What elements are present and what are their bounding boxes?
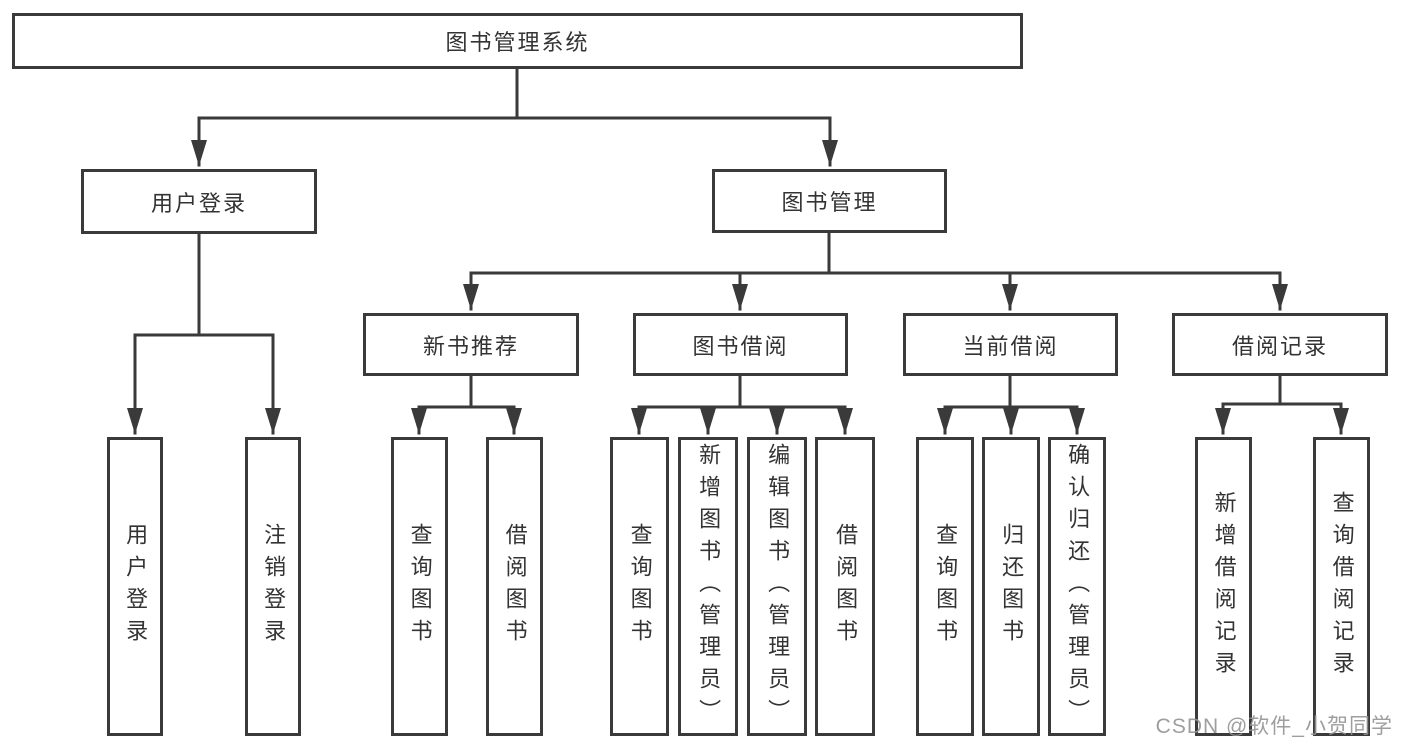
node-leaf-add-books-admin-label: 新增图书（管理员） (696, 442, 722, 731)
node-root-label: 图书管理系统 (445, 30, 590, 55)
node-leaf-newbook-query-books: 查询图书 (391, 437, 448, 736)
node-new-book-recommend-label: 新书推荐 (422, 333, 519, 359)
csdn-watermark: CSDN @软件_小贺同学 (1155, 715, 1393, 738)
node-leaf-edit-books-admin: 编辑图书（管理员） (747, 437, 807, 736)
node-leaf-newbook-query-books-label: 查询图书 (407, 522, 433, 651)
node-leaf-add-borrow-record-label: 新增借阅记录 (1211, 490, 1237, 683)
node-leaf-return-books-label: 归还图书 (999, 522, 1025, 651)
node-leaf-add-books-admin: 新增图书（管理员） (678, 437, 738, 736)
node-leaf-current-query-books-label: 查询图书 (933, 522, 959, 651)
node-leaf-user-login-label: 用户登录 (123, 522, 149, 651)
node-leaf-borrow-query-books: 查询图书 (610, 437, 669, 736)
node-leaf-query-borrow-record-label: 查询借阅记录 (1329, 490, 1355, 683)
node-leaf-edit-books-admin-label: 编辑图书（管理员） (765, 442, 791, 731)
node-current-borrow: 当前借阅 (903, 313, 1118, 376)
node-leaf-confirm-return-admin-label: 确认归还（管理员） (1065, 442, 1091, 731)
node-user-login-label: 用户登录 (150, 190, 247, 216)
node-leaf-return-books: 归还图书 (982, 437, 1040, 736)
node-leaf-borrow-books-label: 借阅图书 (833, 522, 859, 651)
node-borrow-records: 借阅记录 (1172, 313, 1388, 376)
node-current-borrow-label: 当前借阅 (962, 333, 1059, 359)
node-leaf-borrow-books: 借阅图书 (815, 437, 875, 736)
node-book-mgmt: 图书管理 (712, 169, 947, 233)
node-leaf-borrow-query-books-label: 查询图书 (627, 522, 653, 651)
node-leaf-newbook-borrow-books-label: 借阅图书 (502, 522, 528, 651)
node-book-mgmt-label: 图书管理 (781, 190, 878, 215)
node-book-borrow-label: 图书借阅 (692, 333, 789, 359)
node-user-login: 用户登录 (81, 169, 317, 234)
node-book-borrow: 图书借阅 (633, 313, 848, 376)
node-leaf-logout: 注销登录 (245, 437, 301, 736)
node-borrow-records-label: 借阅记录 (1231, 333, 1328, 359)
node-leaf-current-query-books: 查询图书 (916, 437, 974, 736)
node-leaf-confirm-return-admin: 确认归还（管理员） (1048, 437, 1106, 736)
node-leaf-add-borrow-record: 新增借阅记录 (1195, 437, 1252, 736)
node-leaf-newbook-borrow-books: 借阅图书 (486, 437, 543, 736)
node-root: 图书管理系统 (12, 13, 1023, 69)
node-leaf-query-borrow-record: 查询借阅记录 (1313, 437, 1370, 736)
node-leaf-user-login: 用户登录 (107, 437, 163, 736)
node-new-book-recommend: 新书推荐 (363, 313, 579, 376)
node-leaf-logout-label: 注销登录 (261, 522, 287, 651)
